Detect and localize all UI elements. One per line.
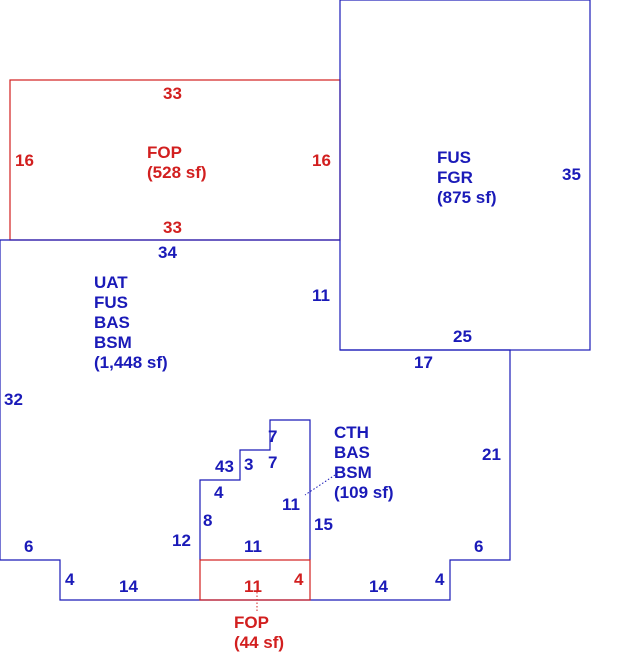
porch-bottom-code: FOP — [234, 613, 269, 632]
garage-area: (875 sf) — [437, 188, 497, 207]
cathedral-dim-bottom: 11 — [244, 537, 262, 556]
main-dim-left: 32 — [4, 390, 23, 409]
main-dim-left-low: 6 — [24, 537, 33, 556]
cathedral-code-2: BAS — [334, 443, 370, 462]
main-code-2: FUS — [94, 293, 128, 312]
porch-top-dim-bottom: 33 — [163, 218, 182, 237]
cathedral-leader — [304, 474, 336, 496]
porch-top-dim-top: 33 — [163, 84, 182, 103]
garage-dim-right: 35 — [562, 165, 581, 184]
cathedral-outline — [199, 419, 311, 560]
cathedral-dim-left: 8 — [203, 511, 212, 530]
main-dim-right: 21 — [482, 445, 501, 464]
main-dim-inner-right: 11 — [312, 286, 330, 305]
main-dim-right-low: 6 — [474, 537, 483, 556]
cathedral-code-1: CTH — [334, 423, 369, 442]
cathedral-area: (109 sf) — [334, 483, 394, 502]
main-dim-step-right: 17 — [414, 353, 433, 372]
main-dim-bottom-right: 14 — [369, 577, 388, 596]
porch-top-dim-left: 16 — [15, 151, 34, 170]
cathedral-dim-right: 11 — [282, 495, 300, 514]
cathedral-dim-right-outer: 15 — [314, 515, 333, 534]
main-dim-bottom-left: 14 — [119, 577, 138, 596]
porch-top-area: (528 sf) — [147, 163, 207, 182]
main-dim-right-notch: 4 — [435, 570, 445, 589]
main-code-3: BAS — [94, 313, 130, 332]
cathedral-dim-top-inner: 7 — [268, 453, 277, 472]
cathedral-code-3: BSM — [334, 463, 372, 482]
main-outline — [0, 239, 511, 601]
cathedral-dim-step-left: 4 — [214, 483, 224, 502]
porch-bottom-area: (44 sf) — [234, 633, 284, 652]
cathedral-dim-left-outer: 12 — [172, 531, 191, 550]
garage-code-1: FUS — [437, 148, 471, 167]
porch-top-dim-right: 16 — [312, 151, 331, 170]
garage-dim-bottom: 25 — [453, 327, 472, 346]
main-code-1: UAT — [94, 273, 128, 292]
cathedral-dim-top: 7 — [268, 427, 277, 446]
main-area: (1,448 sf) — [94, 353, 168, 372]
main-code-4: BSM — [94, 333, 132, 352]
porch-bottom-dim-height: 4 — [294, 570, 304, 589]
main-dim-top: 34 — [158, 243, 177, 262]
cathedral-dim-step-b: 3 — [244, 455, 253, 474]
porch-bottom-outline — [199, 559, 311, 601]
main-dim-left-notch: 4 — [65, 570, 75, 589]
garage-code-2: FGR — [437, 168, 473, 187]
cathedral-dim-step-a: 43 — [215, 457, 234, 476]
porch-top-code: FOP — [147, 143, 182, 162]
porch-bottom-dim-width: 11 — [244, 577, 262, 596]
